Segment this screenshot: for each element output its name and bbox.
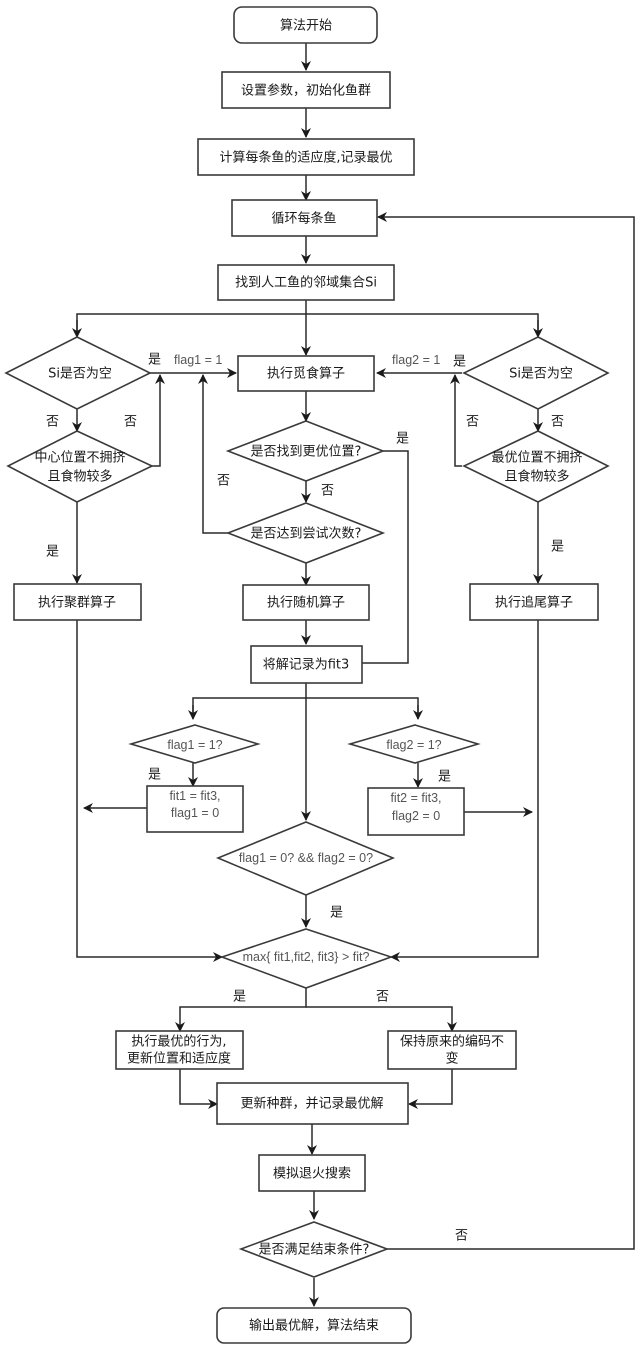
- label-yes-both-zero: 是: [330, 906, 343, 921]
- label-no-best: 否: [466, 415, 479, 430]
- edge-center-no-up: [152, 374, 165, 467]
- label-no-try: 否: [217, 474, 230, 489]
- label-yes-si-left: 是: [148, 353, 161, 368]
- flag1-check-decision: [128, 724, 261, 764]
- fitness-text: 计算每条鱼的适应度,记录最优: [219, 150, 392, 166]
- label-yes-si-right: 是: [453, 355, 466, 370]
- follow-text: 执行追尾算子: [495, 595, 573, 611]
- swarm-node: [13, 583, 142, 621]
- center-crowd-decision: [6, 430, 154, 503]
- flag2-set-l1: fit2 = fit3,: [390, 791, 441, 805]
- label-yes-max: 是: [233, 990, 246, 1005]
- end-text: 输出最优解，算法结束: [249, 1318, 379, 1334]
- label-no-better: 否: [321, 484, 334, 499]
- end-node: [216, 1307, 412, 1344]
- label-yes-center: 是: [46, 545, 59, 560]
- label-flag2-eq-1: flag2 = 1: [392, 353, 440, 367]
- best-text-l1: 最优位置不拥挤: [491, 451, 582, 466]
- init-node: [221, 71, 391, 109]
- both-zero-decision: [215, 821, 396, 896]
- random-text: 执行随机算子: [267, 596, 345, 611]
- random-node: [242, 584, 370, 621]
- best-action-l2: 更新位置和适应度: [127, 1051, 231, 1067]
- label-no-si-right: 否: [551, 415, 564, 430]
- loop-text: 循环每条鱼: [271, 211, 336, 227]
- best-action-node: [115, 1030, 244, 1070]
- label-yes-flag2: 是: [438, 770, 451, 785]
- edge-labels: 是 flag1 = 1 flag2 = 1 是 否 否 是 是 否 否 否 否 …: [46, 353, 564, 1244]
- edge-swarm-max: [76, 620, 223, 962]
- fitness-node: [197, 138, 415, 176]
- loop-node: [231, 199, 378, 237]
- start-text: 算法开始: [280, 19, 332, 34]
- label-yes-best: 是: [551, 540, 564, 555]
- best-crowd-decision: [462, 430, 610, 503]
- best-action-l1: 执行最优的行为,: [131, 1034, 226, 1050]
- try-count-decision: [225, 502, 386, 564]
- center-text-l1: 中心位置不拥挤: [34, 451, 125, 466]
- label-no-si-left: 否: [46, 415, 59, 430]
- label-no-end: 否: [455, 1229, 468, 1244]
- edge-split-bar: [76, 313, 539, 336]
- edge-best-action-update: [179, 1069, 218, 1109]
- flag1-set-l2: flag1 = 0: [171, 806, 219, 820]
- update-text: 更新种群，并记录最优解: [240, 1096, 383, 1112]
- best-text-l2: 且食物较多: [504, 469, 569, 485]
- edge-better-yes-fit3: [350, 450, 409, 668]
- keep-l2: 变: [445, 1051, 458, 1067]
- edge-follow-max: [390, 620, 539, 962]
- edges: [72, 43, 635, 1307]
- flag1-set-node: [146, 785, 244, 833]
- sa-node: [258, 1154, 366, 1192]
- start-node: [233, 6, 378, 44]
- nodes: 算法开始 设置参数，初始化鱼群 计算每条鱼的适应度,记录最优 循环每条鱼 找到人…: [4, 6, 610, 1344]
- init-text: 设置参数，初始化鱼群: [241, 83, 371, 99]
- edge-best-no-up: [450, 374, 462, 467]
- label-yes-flag1: 是: [148, 768, 161, 783]
- edge-endcheck-no-loop: [377, 212, 635, 1250]
- prey-text: 执行觅食算子: [267, 366, 345, 382]
- flag1-check-text: flag1 = 1?: [167, 738, 222, 752]
- edge-try-no-loop: [198, 374, 233, 534]
- update-node: [216, 1082, 409, 1125]
- end-check-decision: [238, 1221, 390, 1278]
- flag2-check-decision: [347, 724, 481, 764]
- sa-text: 模拟退火搜索: [273, 1167, 351, 1182]
- flag2-set-node: [367, 787, 465, 836]
- si-empty-left-decision: [4, 336, 152, 410]
- si-empty-left-text: Si是否为空: [48, 367, 112, 382]
- label-flag1-eq-1: flag1 = 1: [174, 353, 222, 367]
- both-zero-text: flag1 = 0? && flag2 = 0?: [239, 851, 373, 865]
- label-no-max: 否: [376, 990, 389, 1005]
- swarm-text: 执行聚群算子: [38, 596, 116, 611]
- flag2-set-l2: flag2 = 0: [392, 809, 440, 823]
- fit3-text: 将解记录为fit3: [263, 658, 350, 673]
- neighbor-node: [217, 264, 395, 301]
- si-empty-right-decision: [462, 336, 610, 410]
- better-pos-text: 是否找到更优位置?: [251, 445, 362, 460]
- better-pos-decision: [225, 420, 386, 482]
- flag1-set-l1: fit1 = fit3,: [169, 789, 220, 803]
- max-check-text: max{ fit1,fit2, fit3} > fit?: [243, 950, 370, 964]
- follow-node: [469, 583, 599, 621]
- end-check-text: 是否满足结束条件?: [259, 1242, 370, 1258]
- edge-max-no: [306, 1006, 457, 1032]
- si-empty-right-text: Si是否为空: [509, 367, 573, 382]
- keep-l1: 保持原来的编码不: [400, 1034, 504, 1050]
- center-text-l2: 且食物较多: [47, 469, 112, 485]
- label-no-center: 否: [124, 415, 137, 430]
- flag2-check-text: flag2 = 1?: [386, 738, 441, 752]
- prey-node: [237, 355, 375, 392]
- edge-max-yes: [175, 988, 307, 1032]
- neighbor-text: 找到人工鱼的邻域集合Si: [235, 275, 377, 291]
- keep-node: [387, 1030, 517, 1070]
- edge-keep-update: [408, 1069, 453, 1109]
- fit3-node: [250, 645, 363, 684]
- try-count-text: 是否达到尝试次数?: [251, 526, 362, 542]
- max-check-decision: [219, 928, 394, 989]
- label-yes-better: 是: [396, 432, 409, 447]
